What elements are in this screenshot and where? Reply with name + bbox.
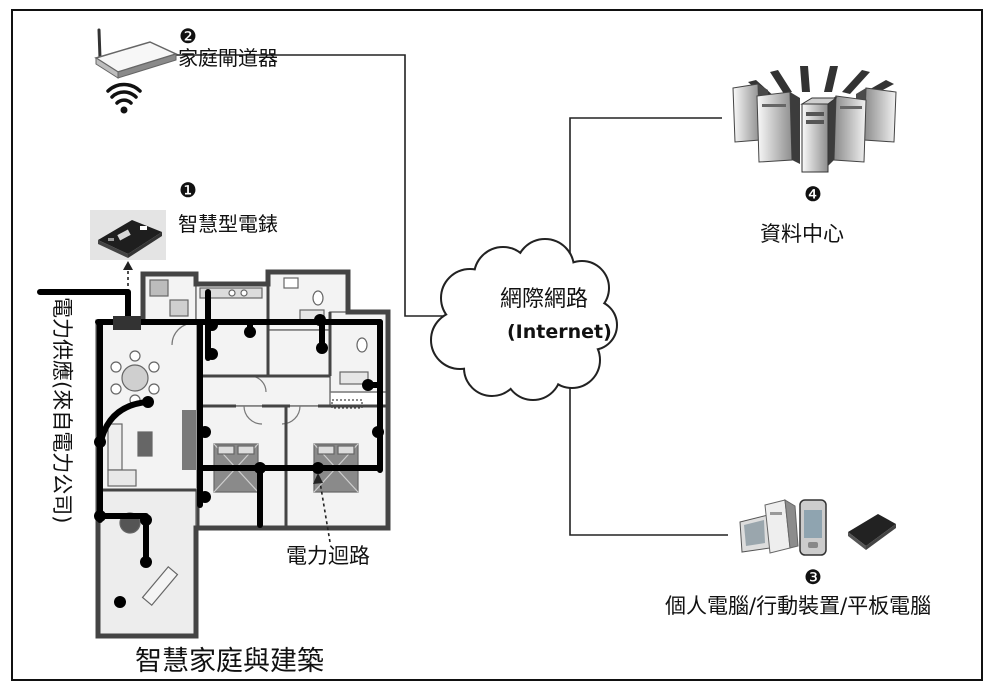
meter-data-arrow — [123, 261, 133, 292]
gateway-number: ❷ — [179, 24, 197, 48]
server-cluster-icon — [732, 66, 897, 173]
power-supply-line — [37, 289, 131, 325]
data-center-label: 資料中心 — [760, 222, 844, 246]
hallway — [197, 375, 331, 407]
cloud-icon — [430, 238, 618, 401]
wardrobe — [182, 410, 196, 470]
power-circuit — [37, 289, 383, 563]
link-internet-devices — [569, 382, 728, 536]
wifi-icon — [106, 82, 142, 114]
tablet-icon — [848, 514, 896, 550]
smart-meter-number: ❶ — [179, 178, 197, 202]
distribution-panel — [113, 316, 141, 330]
mobile-phone-icon — [799, 499, 827, 556]
link-internet-data-center — [569, 117, 722, 262]
network-connections — [176, 54, 728, 536]
diagram-frame — [11, 9, 983, 681]
data-center-number: ❹ — [804, 182, 822, 206]
smart-meter-label: 智慧型電錶 — [178, 212, 278, 236]
internet-sublabel: (Internet) — [507, 321, 612, 343]
devices-label: 個人電腦/行動裝置/平板電腦 — [665, 594, 932, 618]
smart-home-label: 智慧家庭與建築 — [135, 646, 324, 677]
power-supply-label: 電力供應(來自電力公司) — [50, 297, 75, 524]
desktop-pc-icon — [739, 499, 799, 554]
tv-stand — [137, 431, 153, 457]
smart-meter-icon — [90, 210, 166, 260]
devices-number: ❸ — [804, 565, 822, 589]
circuit-nodes — [94, 314, 384, 608]
link-gateway-internet — [176, 54, 452, 317]
floor-plan — [37, 269, 391, 639]
lounger — [141, 565, 179, 607]
power-circuit-arrow — [313, 473, 331, 543]
power-circuit-label: 電力迴路 — [286, 544, 370, 568]
outer-wall — [95, 269, 391, 639]
sofa — [107, 423, 123, 471]
gateway-label: 家庭閘道器 — [178, 46, 278, 70]
dining-table — [121, 364, 149, 392]
router-icon — [94, 28, 179, 79]
internet-label: 網際網路 — [500, 287, 589, 312]
